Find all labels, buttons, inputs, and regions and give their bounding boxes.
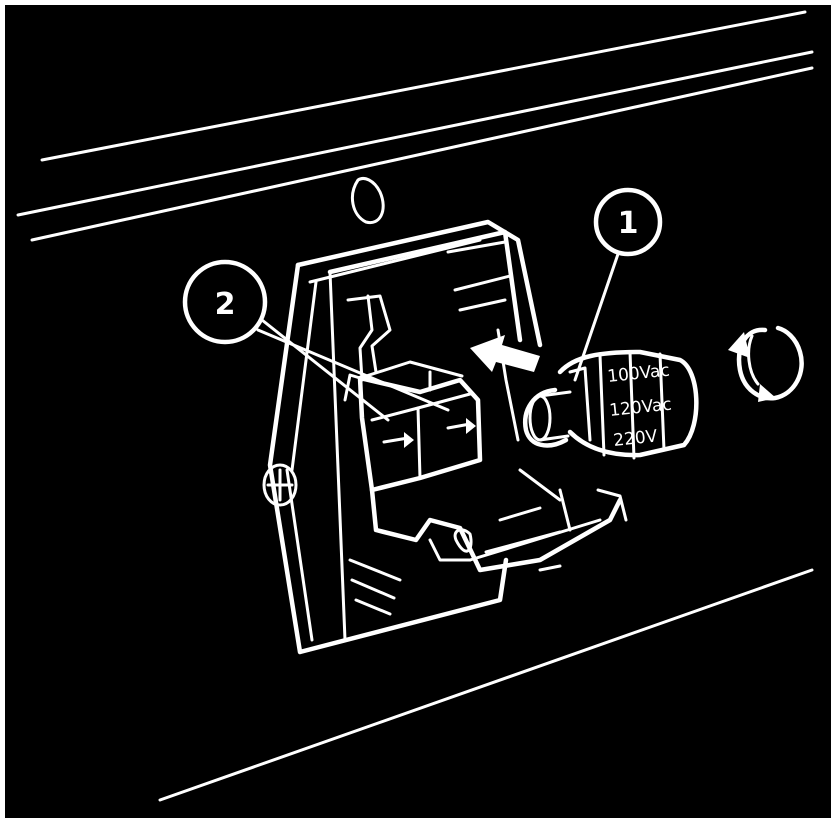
callout-2: 2 <box>182 259 450 422</box>
callout-1: 1 <box>573 187 663 382</box>
fuse-tray <box>369 468 628 573</box>
voltage-selector: 100Vac 120Vac 220V <box>522 349 699 460</box>
callout-2-label: 2 <box>215 287 236 322</box>
mounting-screw <box>262 463 298 507</box>
rotate-arrow-icon <box>728 325 804 402</box>
insert-direction-arrow <box>470 335 540 372</box>
callout-1-label: 1 <box>618 206 639 241</box>
voltage-label-220: 220V <box>612 426 658 451</box>
chassis-edges <box>16 10 814 802</box>
